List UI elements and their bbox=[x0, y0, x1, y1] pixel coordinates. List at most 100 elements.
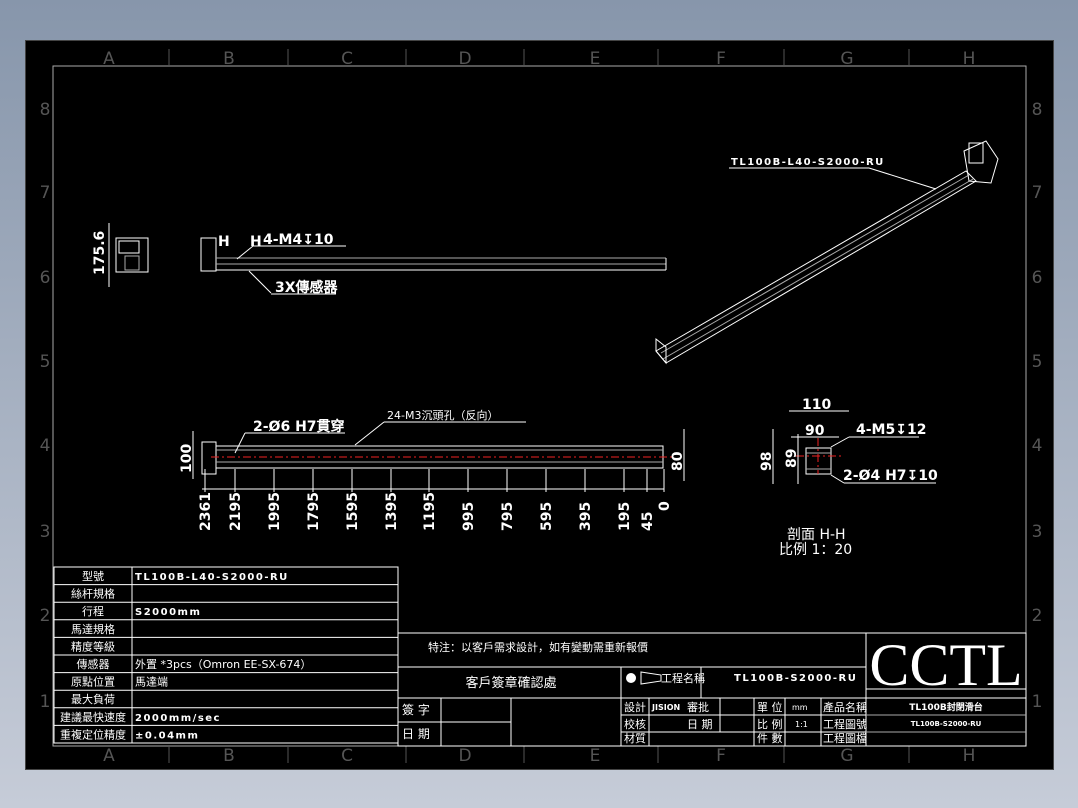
position-label: 395 bbox=[578, 502, 594, 531]
position-label: 1195 bbox=[422, 492, 438, 531]
spec-value: ±0.04mm bbox=[135, 730, 199, 741]
project-name-label: 工程名稱 bbox=[661, 671, 705, 685]
scale-label: 比 例 bbox=[757, 717, 783, 731]
check-label: 校核 bbox=[624, 717, 646, 731]
spec-label: 精度等級 bbox=[71, 639, 115, 653]
grid-row: 7 bbox=[1032, 183, 1043, 203]
grid-row: 6 bbox=[40, 268, 51, 288]
product-name: TL100B封閉滑台 bbox=[909, 701, 983, 713]
spec-label: 馬達規格 bbox=[71, 622, 115, 636]
customer-confirm: 客戶簽章確認處 bbox=[465, 675, 556, 691]
grid-col: D bbox=[458, 49, 471, 69]
spec-value: 馬達端 bbox=[135, 676, 168, 689]
position-label: 1395 bbox=[384, 492, 400, 531]
leader-line bbox=[868, 167, 937, 190]
grid-row: 4 bbox=[1032, 436, 1043, 456]
grid-col: G bbox=[840, 746, 853, 766]
note: 特注：以客戶需求設計，如有變動需重新報價 bbox=[428, 640, 648, 654]
section-scale: 比例 1：20 bbox=[779, 542, 852, 558]
designer: JISION bbox=[651, 703, 680, 712]
position-label: 0 bbox=[657, 501, 673, 511]
grid-row: 7 bbox=[40, 183, 51, 203]
grid-dividers bbox=[168, 49, 910, 763]
position-label: 45 bbox=[640, 512, 656, 531]
spec-value: 外置 *3pcs（Omron EE-SX-674） bbox=[135, 658, 311, 671]
position-label: 995 bbox=[461, 502, 477, 531]
qty-label: 件 數 bbox=[757, 732, 783, 745]
grid-col: A bbox=[103, 49, 115, 69]
spec-value: S2000mm bbox=[135, 607, 201, 618]
hole-note: 4-M4↧10 bbox=[263, 232, 334, 248]
design-label: 設計 bbox=[624, 700, 646, 714]
drawing-sheet: A B C D E F G H A B C D E F G H 8 7 6 5 … bbox=[25, 40, 1054, 770]
grid-row: 8 bbox=[40, 100, 51, 120]
height-dim: 175.6 bbox=[92, 231, 108, 275]
grid-col: H bbox=[963, 746, 976, 766]
grid-col: C bbox=[341, 746, 353, 766]
cad-drawing: A B C D E F G H A B C D E F G H 8 7 6 5 … bbox=[40, 49, 1043, 766]
check-date-label: 日 期 bbox=[687, 718, 713, 731]
grid-row: 2 bbox=[1032, 606, 1043, 626]
top-view: 175.6 H H 4-M4↧10 3X傳感器 bbox=[92, 223, 667, 296]
position-label: 2195 bbox=[228, 492, 244, 531]
product-name-label: 產品名稱 bbox=[823, 700, 867, 714]
grid-row: 8 bbox=[1032, 100, 1043, 120]
grid-col: E bbox=[590, 49, 601, 69]
front-height-right: 80 bbox=[670, 451, 686, 471]
section-mark-h: H bbox=[218, 234, 230, 250]
counterbore-note: 24-M3沉頭孔（反向） bbox=[387, 408, 498, 422]
grid-col: E bbox=[590, 746, 601, 766]
unit-label: 單 位 bbox=[757, 700, 783, 714]
grid-row: 5 bbox=[40, 352, 51, 372]
cctl-logo: CCTL bbox=[869, 632, 1022, 698]
section-title: 剖面 H-H bbox=[787, 527, 846, 543]
spec-label: 絲杆規格 bbox=[71, 587, 115, 601]
scale: 1:1 bbox=[795, 720, 808, 729]
material-label: 材質 bbox=[624, 731, 646, 745]
spec-label: 重複定位精度 bbox=[60, 727, 126, 741]
grid-col: D bbox=[458, 746, 471, 766]
isometric-view: TL100B-L40-S2000-RU bbox=[655, 140, 999, 365]
position-label: 1995 bbox=[267, 492, 283, 531]
grid-col: C bbox=[341, 49, 353, 69]
section-pin-note: 2-Ø4 H7↧10 bbox=[843, 468, 938, 484]
drawing-file-label: 工程圖檔 bbox=[823, 731, 867, 745]
projection-symbol-icon bbox=[626, 673, 636, 683]
spec-label: 原點位置 bbox=[71, 675, 115, 689]
position-label: 195 bbox=[617, 502, 633, 531]
sensor-note: 3X傳感器 bbox=[275, 279, 339, 296]
grid-row: 3 bbox=[40, 522, 51, 542]
grid-row: 6 bbox=[1032, 268, 1043, 288]
height-outer: 98 bbox=[759, 452, 775, 471]
position-label: 1595 bbox=[345, 492, 361, 531]
grid-column-labels: A B C D E F G H A B C D E F G H bbox=[103, 49, 975, 766]
iso-label: TL100B-L40-S2000-RU bbox=[731, 157, 885, 168]
grid-col: H bbox=[963, 49, 976, 69]
sign-label: 簽 字 bbox=[402, 702, 430, 717]
grid-row: 5 bbox=[1032, 352, 1043, 372]
title-block: 特注：以客戶需求設計，如有變動需重新報價 CCTL 客戶簽章確認處 簽 字 日 … bbox=[397, 632, 1027, 747]
position-label: 2361 bbox=[198, 492, 214, 531]
drawing-no-label: 工程圖號 bbox=[823, 718, 867, 731]
section-hole-note: 4-M5↧12 bbox=[856, 422, 926, 438]
spec-value: TL100B-L40-S2000-RU bbox=[135, 572, 289, 583]
grid-col: B bbox=[223, 49, 235, 69]
section-view: 110 90 4-M5↧12 98 89 2-Ø4 H7↧10 剖面 H-H 比… bbox=[759, 397, 938, 558]
drawing-no: TL100B-S2000-RU bbox=[911, 720, 982, 728]
grid-row: 3 bbox=[1032, 522, 1043, 542]
spec-label: 型號 bbox=[82, 569, 104, 583]
grid-col: F bbox=[716, 746, 726, 766]
spec-label: 行程 bbox=[82, 605, 104, 618]
width-inner: 90 bbox=[805, 423, 825, 439]
grid-row: 4 bbox=[40, 436, 51, 456]
grid-col: A bbox=[103, 746, 115, 766]
position-label: 595 bbox=[539, 502, 555, 531]
spec-label: 傳感器 bbox=[77, 658, 110, 671]
project-name: TL100B-S2000-RU bbox=[734, 673, 857, 684]
grid-row: 2 bbox=[40, 606, 51, 626]
grid-row: 1 bbox=[1032, 692, 1043, 712]
section-mark-h: H bbox=[250, 234, 262, 250]
pin-note: 2-Ø6 H7貫穿 bbox=[253, 418, 345, 435]
